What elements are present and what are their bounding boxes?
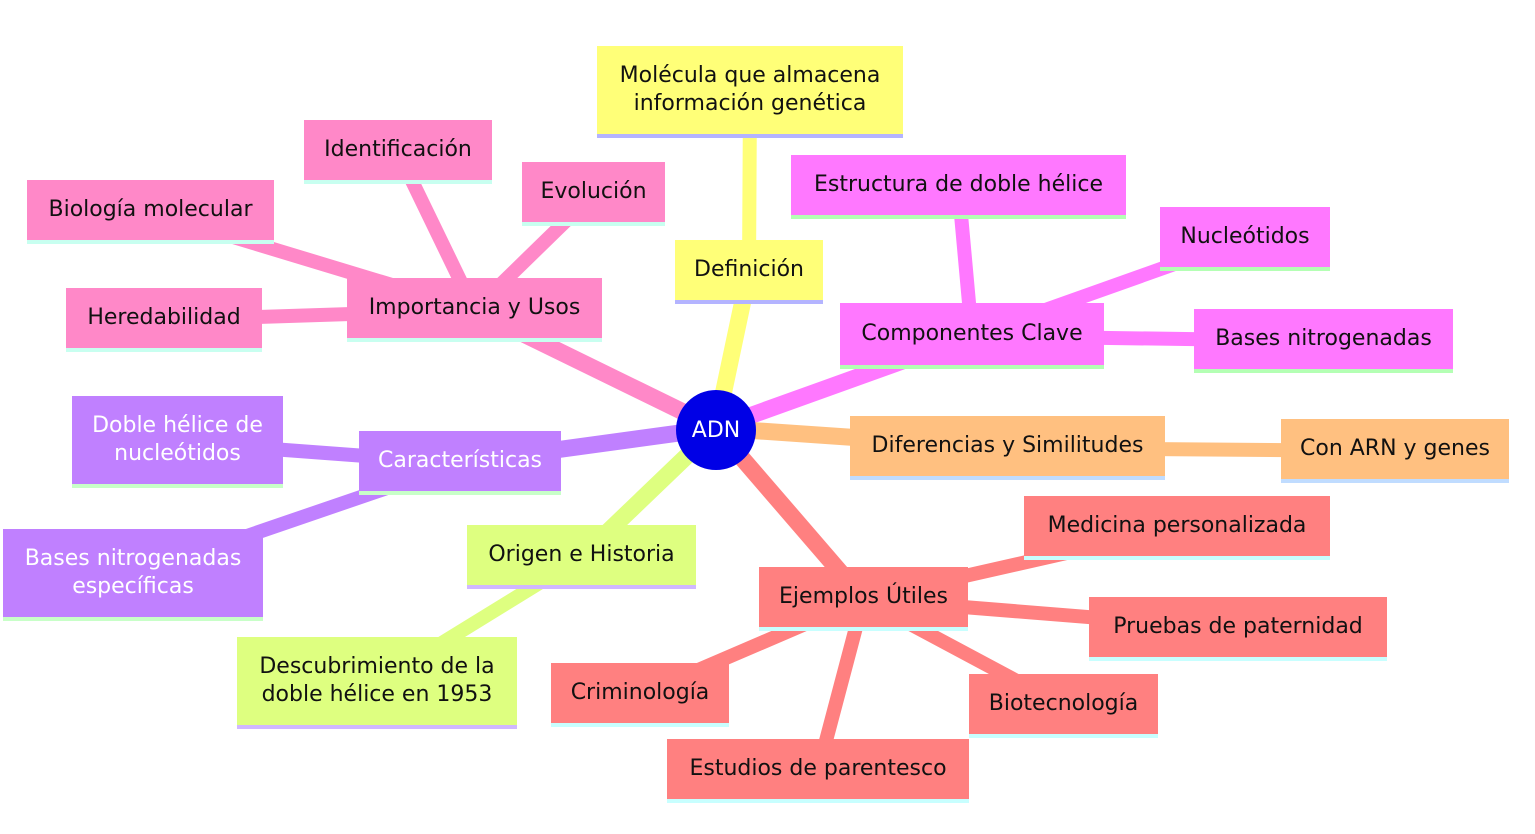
node-definicion[interactable]: Definición <box>675 240 823 304</box>
node-arn[interactable]: Con ARN y genes <box>1281 419 1509 483</box>
node-heredabilidad[interactable]: Heredabilidad <box>66 288 262 352</box>
node-caracteristicas[interactable]: Características <box>359 431 561 495</box>
root-node[interactable]: ADN <box>676 390 756 470</box>
node-biologia[interactable]: Biología molecular <box>27 180 274 244</box>
node-criminologia[interactable]: Criminología <box>551 663 729 727</box>
node-definicion-texto[interactable]: Molécula que almacena información genéti… <box>597 46 903 138</box>
node-nucleotidos[interactable]: Nucleótidos <box>1160 207 1330 271</box>
node-evolucion[interactable]: Evolución <box>522 162 665 226</box>
node-importancia[interactable]: Importancia y Usos <box>347 278 602 342</box>
node-bases-especificas[interactable]: Bases nitrogenadas específicas <box>3 529 263 621</box>
node-origen[interactable]: Origen e Historia <box>467 525 696 589</box>
node-diferencias[interactable]: Diferencias y Similitudes <box>850 416 1165 480</box>
node-componentes[interactable]: Componentes Clave <box>840 303 1104 369</box>
node-medicina[interactable]: Medicina personalizada <box>1024 496 1330 560</box>
node-biotecnologia[interactable]: Biotecnología <box>969 674 1158 738</box>
node-ejemplos[interactable]: Ejemplos Útiles <box>759 567 968 631</box>
node-doble-helice[interactable]: Doble hélice de nucleótidos <box>72 396 283 488</box>
node-parentesco[interactable]: Estudios de parentesco <box>667 739 969 803</box>
node-paternidad[interactable]: Pruebas de paternidad <box>1089 597 1387 661</box>
node-estructura[interactable]: Estructura de doble hélice <box>791 155 1126 219</box>
node-identificacion[interactable]: Identificación <box>304 120 492 184</box>
node-descubrimiento[interactable]: Descubrimiento de la doble hélice en 195… <box>237 637 517 729</box>
node-bases[interactable]: Bases nitrogenadas <box>1194 309 1453 373</box>
